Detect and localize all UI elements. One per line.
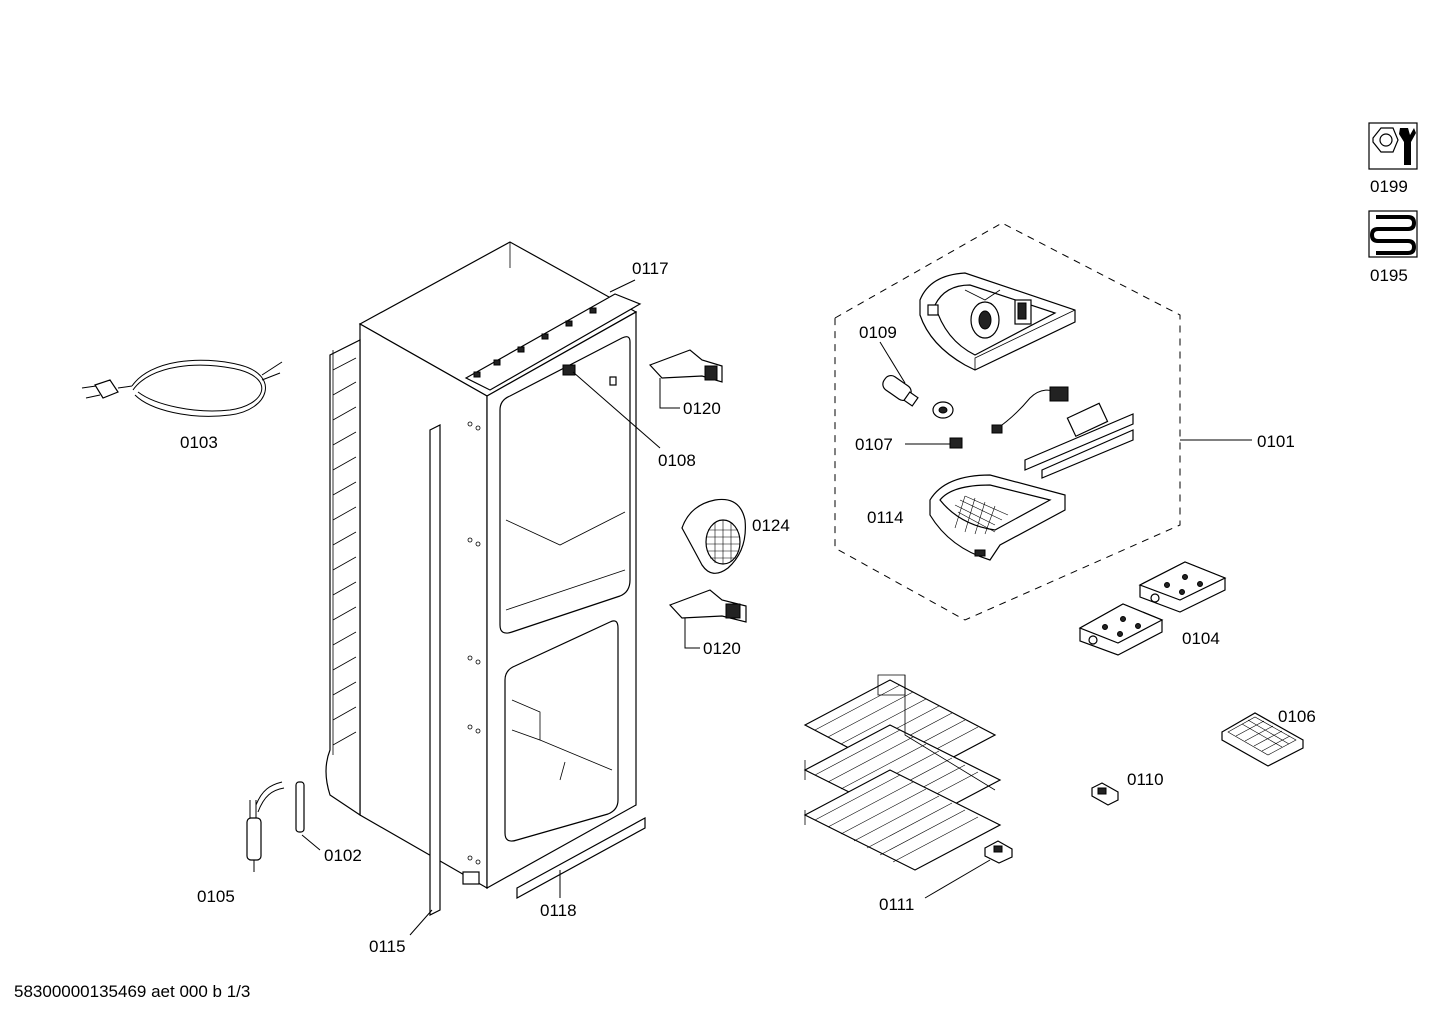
bottom-strip-drawing <box>516 816 646 900</box>
part-label-0114: 0114 <box>867 508 904 527</box>
part-label-0105: 0105 <box>197 887 235 906</box>
lamp-bulb-drawing <box>882 374 954 419</box>
power-cord-drawing <box>81 359 283 417</box>
part-label-0110: 0110 <box>1127 770 1164 789</box>
part-label-0102: 0102 <box>324 846 362 865</box>
part-label-0120-upper: 0120 <box>683 399 721 418</box>
ice-packs-drawing <box>1078 561 1227 656</box>
part-label-0117: 0117 <box>632 259 669 278</box>
part-label-0103: 0103 <box>180 433 218 452</box>
wiring-harness-drawing <box>991 386 1134 479</box>
sensor-drawing <box>295 781 305 833</box>
part-label-0108: 0108 <box>658 451 696 470</box>
hinge-upper-drawing <box>648 349 723 383</box>
part-label-0104: 0104 <box>1182 629 1220 648</box>
cabinet-drawing <box>325 241 642 890</box>
part-label-0118: 0118 <box>540 901 577 920</box>
part-label-0107: 0107 <box>855 435 893 454</box>
switch-drawing <box>949 437 963 449</box>
part-label-0111: 0111 <box>879 895 914 914</box>
clip-drawing <box>1091 782 1119 806</box>
coil-icon[interactable] <box>1368 210 1418 258</box>
housing-cover-drawing <box>929 474 1066 561</box>
shelves-drawing <box>803 674 1013 871</box>
document-code: 58300000135469 aet 000 b 1/3 <box>14 982 250 1001</box>
hinge-lower-drawing <box>668 589 747 623</box>
filter-drier-drawing <box>246 781 285 872</box>
control-housing-drawing <box>919 272 1076 371</box>
part-label-0101: 0101 <box>1257 432 1295 451</box>
icon-label-0195: 0195 <box>1370 266 1408 285</box>
part-label-0106: 0106 <box>1278 707 1316 726</box>
part-label-0124: 0124 <box>752 516 790 535</box>
part-label-0115: 0115 <box>369 937 406 956</box>
part-label-0109: 0109 <box>859 323 897 342</box>
part-label-0120-lower: 0120 <box>703 639 741 658</box>
ice-tray-drawing <box>1221 712 1304 767</box>
wrench-nut-icon[interactable] <box>1368 122 1418 170</box>
icon-label-0199: 0199 <box>1370 177 1408 196</box>
side-strip-drawing <box>429 424 441 916</box>
assembly-boundary <box>834 222 1181 621</box>
fan-cover-drawing <box>681 498 746 574</box>
